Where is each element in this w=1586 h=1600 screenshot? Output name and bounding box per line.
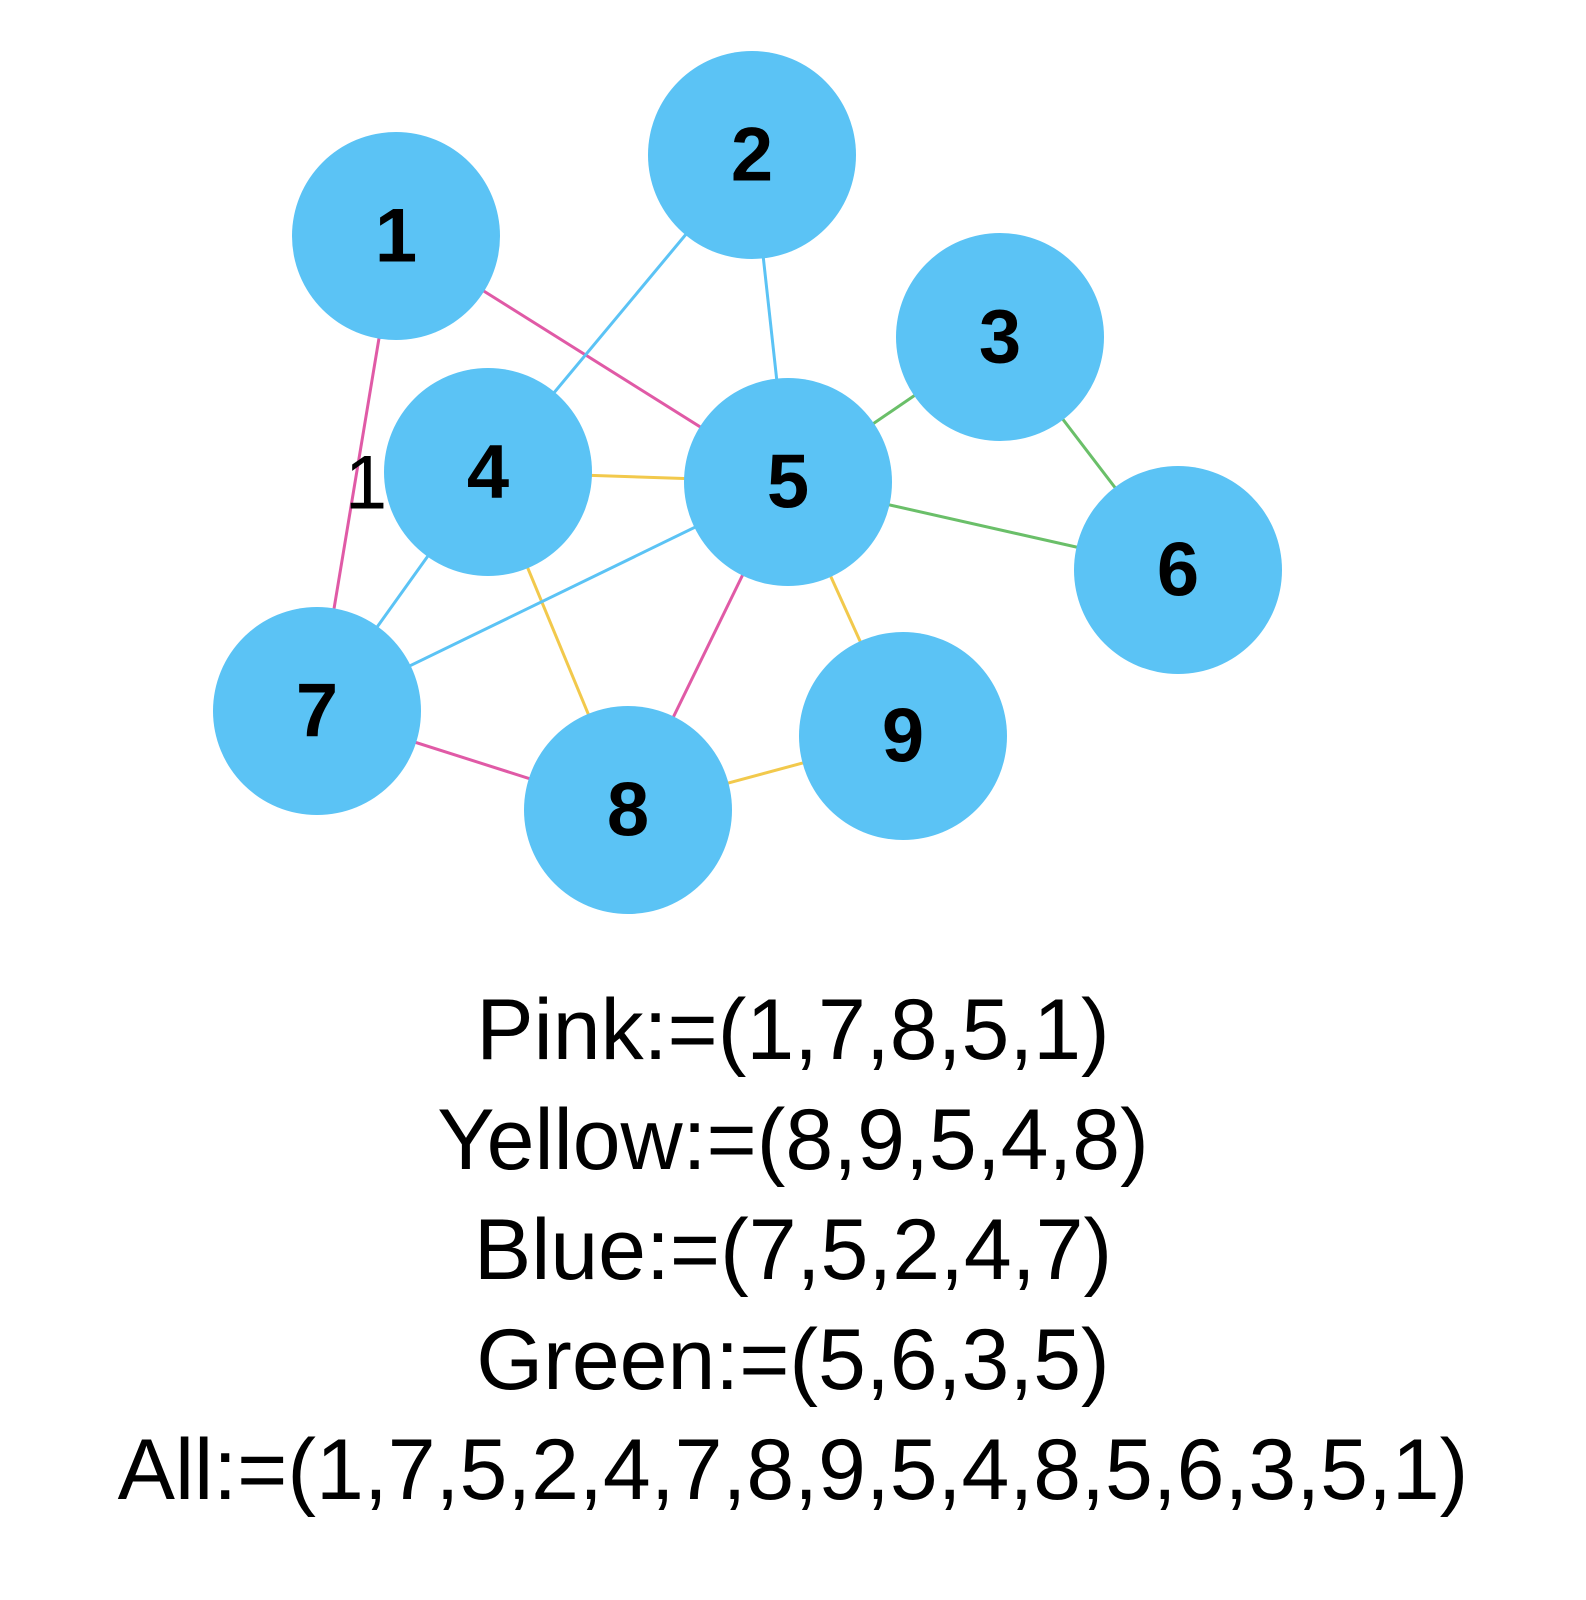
node-label-7: 7	[296, 669, 338, 754]
legend-blue-cycle: Blue:=(7,5,2,4,7)	[473, 1202, 1113, 1298]
node-8: 8	[524, 706, 732, 914]
node-7: 7	[213, 607, 421, 815]
graph-diagram: 1 2 3 4 5 6 7 8 9 1	[213, 51, 1282, 914]
node-3: 3	[896, 233, 1104, 441]
node-circle-7	[213, 607, 421, 815]
node-label-5: 5	[767, 440, 809, 525]
node-5: 5	[684, 378, 892, 586]
stray-edge-label: 1	[345, 441, 387, 526]
node-4: 4	[384, 368, 592, 576]
cycle-legend: Pink:=(1,7,8,5,1) Yellow:=(8,9,5,4,8) Bl…	[0, 975, 1586, 1525]
legend-all-cycle: All:=(1,7,5,2,4,7,8,9,5,4,8,5,6,3,5,1)	[117, 1422, 1469, 1518]
node-circle-6	[1074, 466, 1282, 674]
node-6: 6	[1074, 466, 1282, 674]
node-label-6: 6	[1157, 528, 1199, 613]
node-circle-2	[648, 51, 856, 259]
node-label-2: 2	[731, 113, 773, 198]
node-label-1: 1	[375, 194, 417, 279]
node-9: 9	[799, 632, 1007, 840]
nodes-layer: 1 2 3 4 5 6 7 8 9	[213, 51, 1282, 914]
legend-green-cycle: Green:=(5,6,3,5)	[476, 1312, 1110, 1408]
node-1: 1	[292, 132, 500, 340]
node-circle-1	[292, 132, 500, 340]
node-label-4: 4	[467, 430, 509, 515]
legend-pink-cycle: Pink:=(1,7,8,5,1)	[476, 982, 1110, 1078]
node-circle-8	[524, 706, 732, 914]
node-label-8: 8	[607, 768, 649, 853]
node-label-9: 9	[882, 694, 924, 779]
node-circle-9	[799, 632, 1007, 840]
node-circle-3	[896, 233, 1104, 441]
node-label-3: 3	[979, 295, 1021, 380]
legend-yellow-cycle: Yellow:=(8,9,5,4,8)	[437, 1092, 1149, 1188]
node-circle-4	[384, 368, 592, 576]
node-circle-5	[684, 378, 892, 586]
node-2: 2	[648, 51, 856, 259]
